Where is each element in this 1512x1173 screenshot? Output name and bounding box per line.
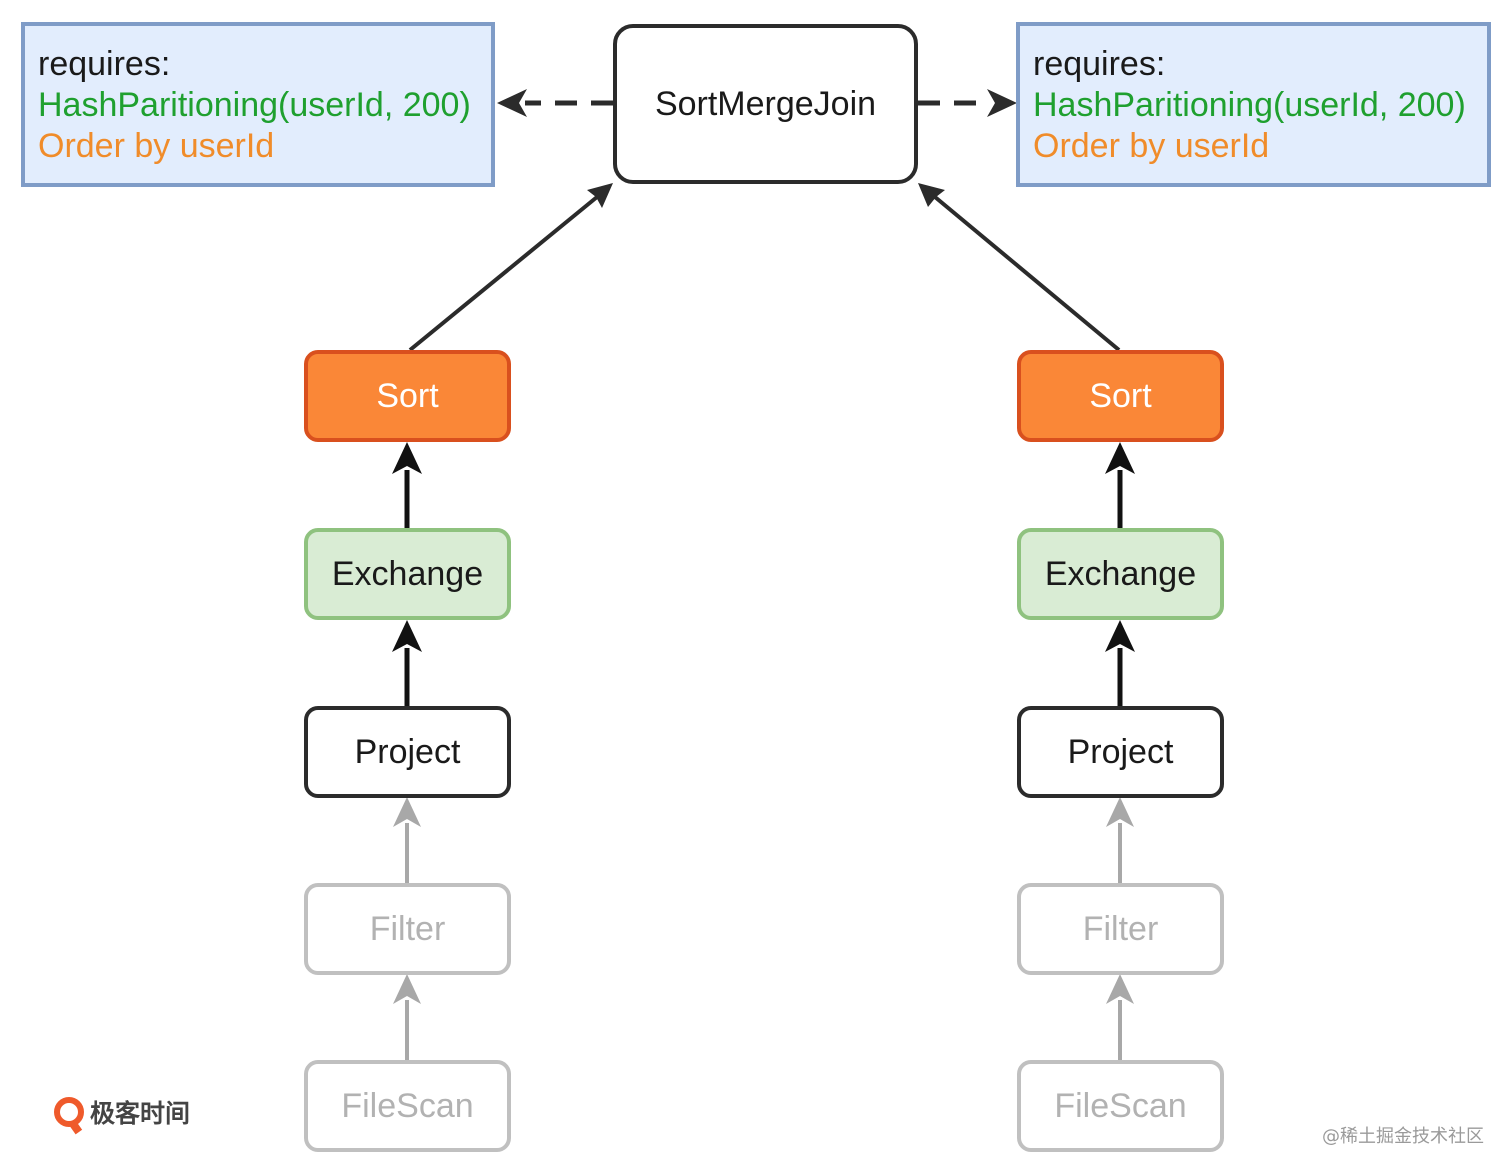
left-filescan-label: FileScan xyxy=(341,1086,474,1125)
edge-join-to-left-requirement xyxy=(497,89,613,117)
right-filter-label: Filter xyxy=(1082,909,1159,948)
left-sort-label: Sort xyxy=(376,376,439,415)
edge-left-exchange-to-sort xyxy=(392,442,422,528)
left-sort-node: Sort xyxy=(304,350,511,442)
left-filescan-node: FileScan xyxy=(304,1060,511,1152)
right-requirement-box: requires: HashParitioning(userId, 200) O… xyxy=(1016,22,1491,187)
edge-join-to-right-requirement xyxy=(918,89,1017,117)
edge-right-project-to-exchange xyxy=(1105,620,1135,706)
geektime-logo-text: 极客时间 xyxy=(90,1099,191,1128)
edge-left-filescan-to-filter xyxy=(393,974,421,1060)
right-filter-node: Filter xyxy=(1017,883,1224,975)
right-project-label: Project xyxy=(1067,732,1174,771)
right-order-text: Order by userId xyxy=(1033,127,1270,165)
edge-right-filter-to-project xyxy=(1106,797,1134,883)
edge-right-sort-to-join xyxy=(918,183,1121,352)
edge-right-filescan-to-filter xyxy=(1106,974,1134,1060)
right-partitioning-text: HashParitioning(userId, 200) xyxy=(1033,86,1466,124)
sort-merge-join-node: SortMergeJoin xyxy=(613,24,918,184)
right-filescan-label: FileScan xyxy=(1054,1086,1187,1125)
left-exchange-node: Exchange xyxy=(304,528,511,620)
right-exchange-node: Exchange xyxy=(1017,528,1224,620)
geektime-logo: 极客时间 xyxy=(54,1094,190,1130)
left-project-label: Project xyxy=(354,732,461,771)
right-sort-label: Sort xyxy=(1089,376,1152,415)
right-filescan-node: FileScan xyxy=(1017,1060,1224,1152)
left-project-node: Project xyxy=(304,706,511,798)
edge-left-project-to-exchange xyxy=(392,620,422,706)
left-exchange-label: Exchange xyxy=(331,554,484,593)
left-requirement-box: requires: HashParitioning(userId, 200) O… xyxy=(21,22,495,187)
right-requires-label: requires: xyxy=(1033,45,1166,83)
geektime-logo-icon xyxy=(54,1097,84,1127)
edge-left-sort-to-join xyxy=(408,183,613,352)
left-filter-node: Filter xyxy=(304,883,511,975)
right-exchange-label: Exchange xyxy=(1044,554,1197,593)
credit-text: @稀土掘金技术社区 xyxy=(1322,1126,1484,1147)
left-partitioning-text: HashParitioning(userId, 200) xyxy=(38,86,471,124)
edge-right-exchange-to-sort xyxy=(1105,442,1135,528)
left-requires-label: requires: xyxy=(38,45,171,83)
right-project-node: Project xyxy=(1017,706,1224,798)
sort-merge-join-label: SortMergeJoin xyxy=(654,84,877,123)
left-order-text: Order by userId xyxy=(38,127,275,165)
edge-left-filter-to-project xyxy=(393,797,421,883)
left-filter-label: Filter xyxy=(369,909,446,948)
right-sort-node: Sort xyxy=(1017,350,1224,442)
